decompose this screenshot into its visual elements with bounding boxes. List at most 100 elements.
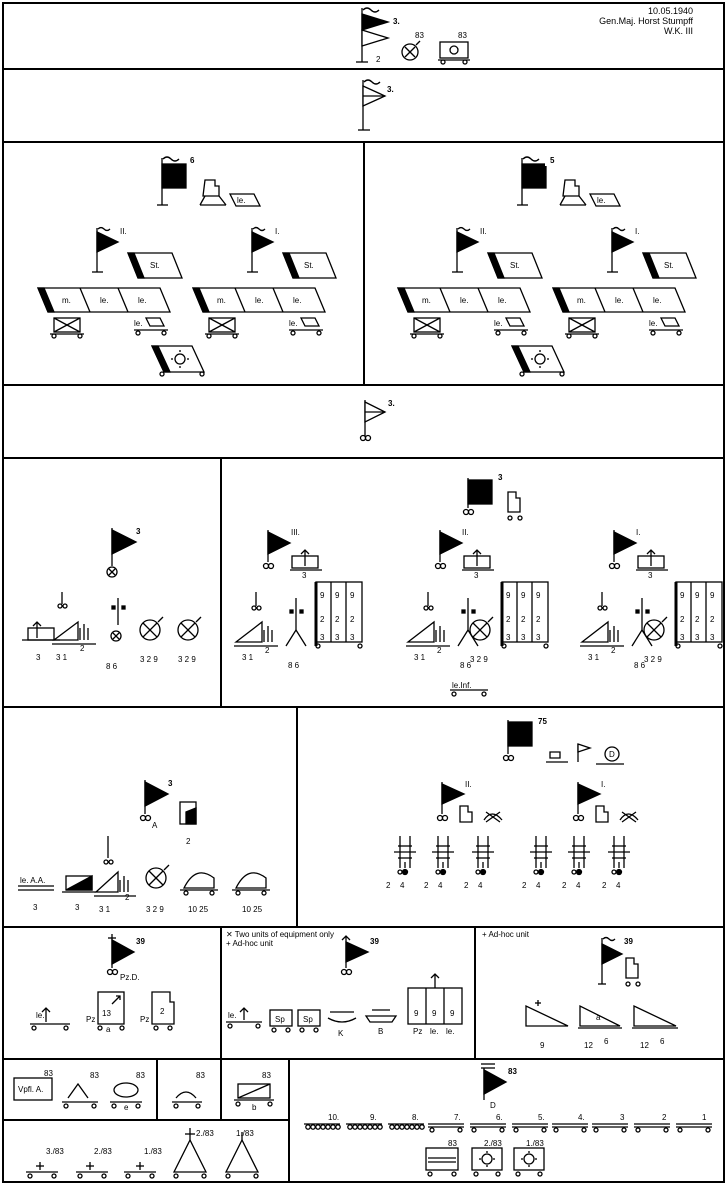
motorcycle-units: 3 3 12 8 6 3 2 9 3 2 9	[22, 592, 202, 671]
svg-text:St.: St.	[304, 261, 314, 270]
regiment-5-number: 5	[550, 156, 555, 165]
division-supply-num: 83	[458, 31, 467, 40]
svg-text:II.: II.	[120, 227, 127, 236]
engineers-lbl-le1: le.	[430, 1027, 438, 1036]
light-inf-label: le.Inf.	[452, 681, 472, 690]
signals-n2: 12	[584, 1041, 593, 1050]
signals-number: 39	[624, 937, 633, 946]
antitank-number: 39	[136, 937, 145, 946]
antitank-sub: Pz.D.	[120, 973, 140, 982]
signals-n3: 6	[604, 1037, 609, 1046]
supply-col-9: 9.	[370, 1113, 377, 1122]
medical-label-4: 2./83	[196, 1129, 214, 1138]
misc-num-1: 83	[44, 1069, 53, 1078]
engineers-9b: 9	[432, 1009, 437, 1018]
regiment-6-number: 6	[190, 156, 195, 165]
medical-label-5: 1./83	[236, 1129, 254, 1138]
engineers-9a: 9	[414, 1009, 419, 1018]
artillery-bat-I-num: I.	[601, 780, 605, 789]
rifle-battalion-III: 3 128 6	[234, 530, 322, 670]
artillery-number: 75	[538, 717, 547, 726]
rifle-bat-I-num: I.	[636, 528, 640, 537]
supply-col-3: 3	[620, 1113, 625, 1122]
header-commander: Gen.Maj. Horst Stumpff	[599, 16, 693, 26]
svg-text:4: 4	[438, 881, 443, 890]
svg-text:4: 4	[616, 881, 621, 890]
svg-text:2: 2	[562, 881, 567, 890]
svg-text:2: 2	[522, 881, 527, 890]
svg-text:2: 2	[602, 881, 607, 890]
supply-lower-3: 1./83	[526, 1139, 544, 1148]
header-date: 10.05.1940	[647, 6, 693, 16]
engineers-note1: ✕ Two units of equipment only	[226, 930, 334, 939]
recon-number: 3	[168, 779, 173, 788]
svg-text:4: 4	[400, 881, 405, 890]
engineers-k: K	[338, 1029, 344, 1038]
rifle-bat-II-sub: 3	[474, 571, 479, 580]
division-hq-sub: 2	[376, 55, 381, 64]
medical-label-2: 2./83	[94, 1147, 112, 1156]
svg-text:3 2 9: 3 2 9	[644, 655, 662, 664]
frame-supply	[288, 1058, 725, 1183]
svg-text:4: 4	[478, 881, 483, 890]
engineers-sp1: Sp	[275, 1015, 285, 1024]
svg-text:4: 4	[536, 881, 541, 890]
rifle-bat-II-num: II.	[462, 528, 469, 537]
svg-text:le.: le.	[289, 319, 297, 328]
svg-text:I.: I.	[275, 227, 279, 236]
svg-text:2: 2	[350, 615, 355, 624]
medical-units	[26, 1128, 260, 1179]
svg-text:9: 9	[335, 591, 340, 600]
misc-e: e	[124, 1103, 129, 1112]
supply-vehicle-icon	[438, 41, 470, 65]
svg-text:le.: le.	[255, 296, 263, 305]
panzer-brigade-flag-icon	[358, 79, 387, 131]
header-district: W.K. III	[663, 26, 693, 36]
svg-text:2: 2	[335, 615, 340, 624]
svg-text:m.: m.	[62, 296, 71, 305]
svg-text:2: 2	[424, 881, 429, 890]
misc-num-5: 83	[262, 1071, 271, 1080]
recon-tail: 2	[186, 837, 191, 846]
svg-text:3 1: 3 1	[242, 653, 254, 662]
rifle-brigade-number: 3.	[388, 399, 395, 408]
supply-d: D	[490, 1101, 496, 1110]
rifle-bat-III-sub: 3	[302, 571, 307, 580]
artillery-battalion-II	[394, 782, 503, 876]
engineers-lbl-pz: Pz	[413, 1027, 422, 1036]
svg-text:3: 3	[75, 903, 80, 912]
svg-text:2: 2	[265, 646, 270, 655]
svg-text:2: 2	[386, 881, 391, 890]
signals-icon	[401, 40, 421, 61]
regiment-6-group: le. II. St. I. St. m.le.le. le. m.le.le.…	[37, 156, 337, 377]
misc-b: b	[252, 1103, 257, 1112]
supply-col-5: 5.	[538, 1113, 545, 1122]
antitank-13: 13	[102, 1009, 111, 1018]
division-number: 3.	[393, 17, 400, 26]
supply-lower-2: 2./83	[484, 1139, 502, 1148]
panzer-brigade-number: 3.	[387, 85, 394, 94]
medical-label-3: 1./83	[144, 1147, 162, 1156]
svg-text:3 2 9: 3 2 9	[146, 905, 164, 914]
rifle-battalion-I	[579, 529, 669, 671]
svg-text:3: 3	[36, 653, 41, 662]
svg-text:2: 2	[125, 893, 130, 902]
signals-flag-icon	[598, 936, 641, 987]
tank-recovery-icon	[50, 317, 84, 339]
rifle-brigade-flag-icon	[359, 400, 387, 442]
motorcycle-number: 3	[136, 527, 141, 536]
recon-sub: A	[152, 821, 158, 830]
supply-flag-icon	[481, 1063, 508, 1100]
signals-note: + Ad-hoc unit	[482, 930, 530, 939]
engineers-note2: + Ad-hoc unit	[226, 939, 274, 948]
svg-text:le.: le.	[138, 296, 146, 305]
recon-units: 3 3 12 3 2 9 10 25 10 25	[62, 836, 270, 914]
signals-n5: 6	[660, 1037, 665, 1046]
svg-text:10 25: 10 25	[242, 905, 263, 914]
svg-text:3 2 9: 3 2 9	[178, 655, 196, 664]
misc-vpfl: Vpfl. A.	[18, 1085, 43, 1094]
engineers-flag-icon	[340, 935, 370, 976]
artillery-battalion-I	[530, 782, 638, 875]
